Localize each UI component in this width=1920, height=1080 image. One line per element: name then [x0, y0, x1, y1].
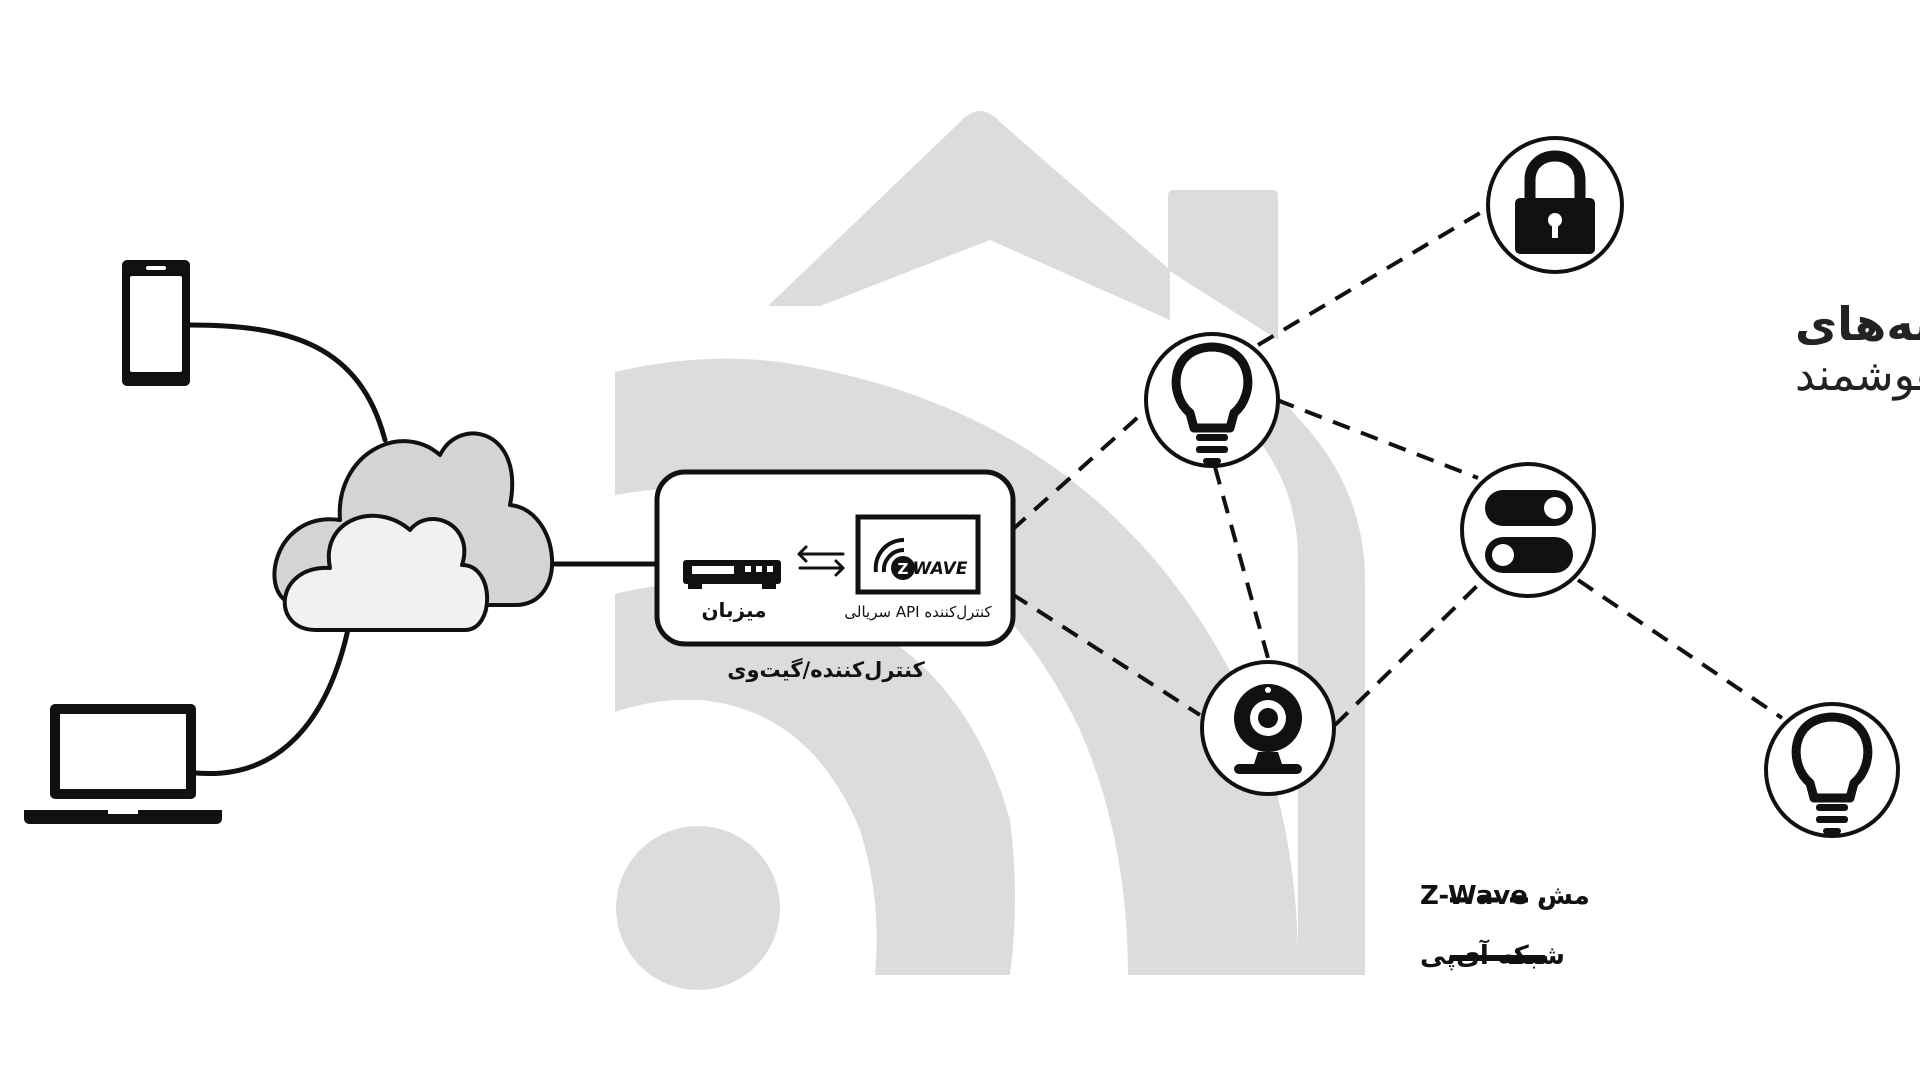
gateway-caption: کنترل‌کننده/گیت‌وی: [727, 657, 925, 682]
lock-node: [1486, 136, 1624, 274]
light-bulb-node-top: [1144, 332, 1280, 468]
legend-mesh-label: مش Z-Wave: [1420, 881, 1590, 911]
toggle-switch-icon: [1485, 490, 1573, 573]
legend: مش Z-Wave شبکه آی‌پی: [1420, 881, 1590, 971]
host-label: میزبان: [701, 598, 766, 622]
light-bulb-icon: [1171, 342, 1253, 464]
wifi-outer-arc: [615, 358, 1299, 976]
exchange-arrows-icon: [797, 545, 845, 577]
smartphone-icon: [122, 260, 190, 386]
brand-title-line1: خانه‌های: [1795, 297, 1920, 351]
switch-node: [1460, 462, 1596, 598]
wifi-middle-arc: [615, 583, 1015, 975]
zwave-logo-letter: Z: [898, 560, 909, 578]
webcam-icon: [1234, 684, 1302, 774]
mesh-bulb-lock: [1256, 205, 1492, 347]
mesh-bulb-camera: [1213, 466, 1270, 659]
serial-api-label: کنترل‌کننده API سریالی: [844, 603, 992, 621]
house-wall-shape: [1230, 340, 1365, 975]
padlock-icon: [1515, 150, 1595, 254]
light-bulb-node-right: [1764, 702, 1900, 838]
laptop-cloud-link: [193, 617, 353, 777]
house-roof-shape: [768, 111, 1170, 320]
mesh-switch-bulb2: [1576, 578, 1784, 720]
zwave-mesh-links: [1010, 205, 1784, 727]
phone-cloud-link: [187, 322, 388, 443]
brand-title-line2: هوشمند: [1795, 350, 1920, 401]
mesh-gateway-camera: [1010, 592, 1202, 717]
cloud-icon: [272, 431, 555, 632]
zwave-logo: Z WAVE: [855, 514, 981, 595]
wifi-dot: [616, 826, 780, 990]
ip-network-links: [187, 322, 659, 777]
mesh-camera-switch: [1333, 583, 1480, 727]
camera-node: [1200, 660, 1336, 796]
house-wifi-watermark: [615, 111, 1365, 990]
house-chimney-shape: [1168, 190, 1278, 340]
zwave-logo-text: WAVE: [913, 559, 968, 579]
mesh-bulb-switch: [1276, 398, 1479, 480]
set-top-box-icon: [683, 560, 781, 589]
cloud-front: [282, 513, 490, 632]
gateway-box: میزبان Z WAVE کنترل‌کننده API سریالی: [654, 469, 1016, 647]
laptop-icon: [24, 704, 222, 824]
light-bulb-icon-right: [1791, 712, 1873, 834]
